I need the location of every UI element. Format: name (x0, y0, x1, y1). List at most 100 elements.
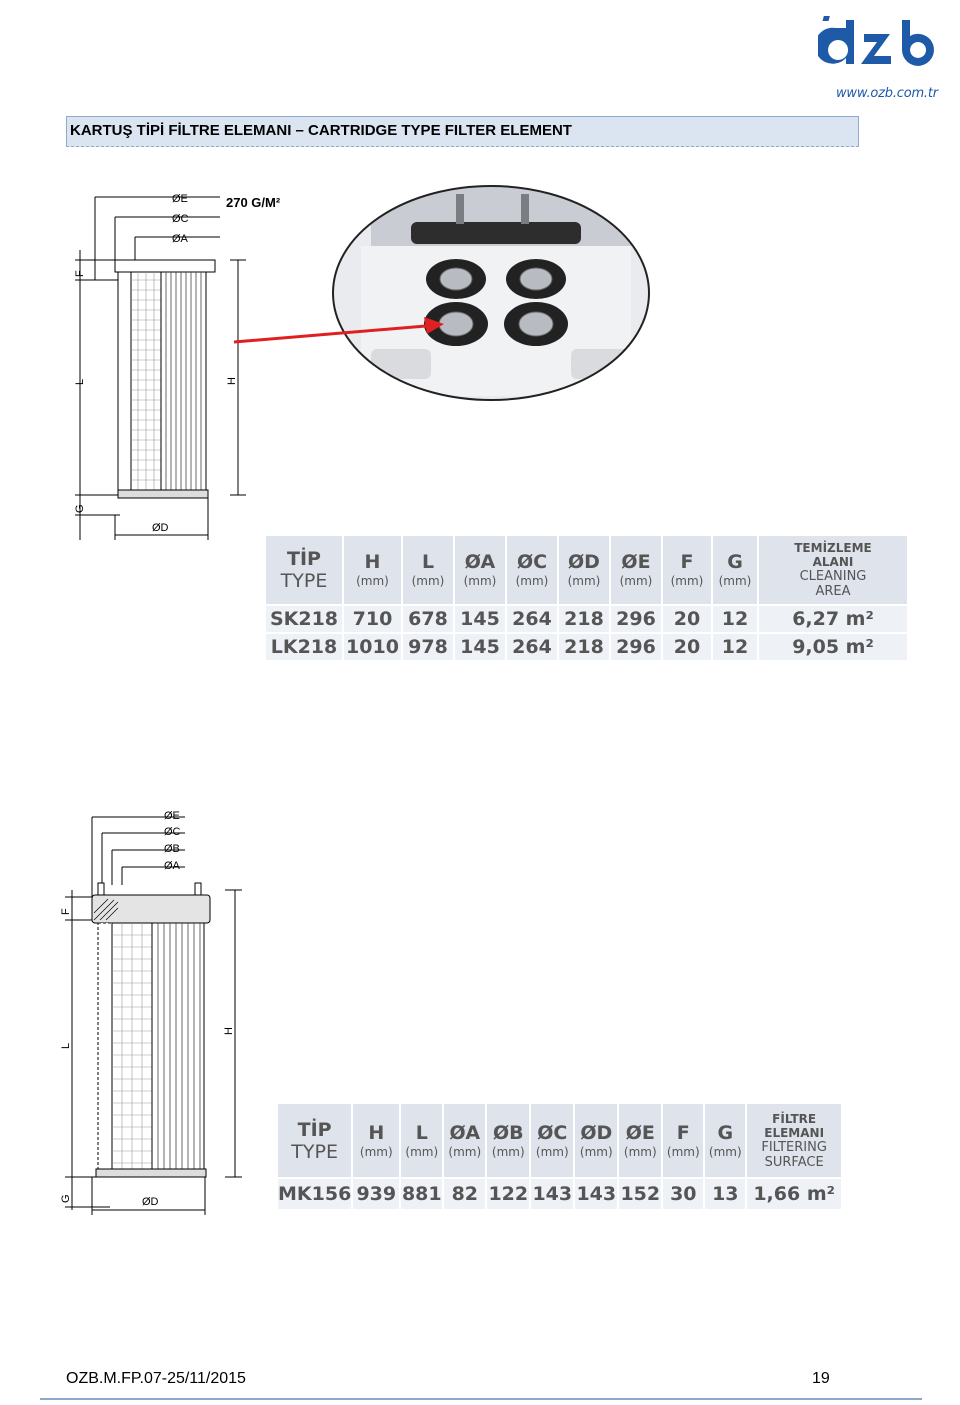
cell: 978 (401, 632, 455, 662)
th-col: ØA (449, 1121, 481, 1144)
red-arrow (233, 317, 444, 344)
media-weight: 270 G/M² (226, 195, 281, 210)
logo-url: www.ozb.com.tr (836, 86, 938, 101)
cell: 710 (342, 604, 403, 634)
dim-oe: ØE (164, 810, 180, 822)
cell: MK156 (275, 1177, 354, 1211)
section-title: KARTUŞ TİPİ FİLTRE ELEMANI – CARTRIDGE T… (70, 122, 572, 139)
dim-od: ØD (142, 1196, 159, 1208)
th-unit: (mm) (515, 574, 549, 588)
th-col: L (415, 1121, 428, 1144)
th-unit: (mm) (356, 574, 389, 588)
dim-oa: ØA (164, 860, 181, 872)
cell: 30 (661, 1177, 706, 1211)
th-unit: (mm) (670, 574, 704, 588)
cell: 1,66 m² (745, 1177, 843, 1211)
th-type-tr: TİP (297, 1118, 332, 1141)
th-unit: (mm) (708, 1144, 742, 1159)
table-row: SK218 710 678 145 264 218 296 20 12 6,27… (264, 604, 909, 634)
th-col: F (676, 1121, 690, 1144)
th-col: F (680, 551, 694, 573)
th-col: ØB (492, 1121, 524, 1144)
cell: 264 (505, 604, 559, 634)
th-unit: (mm) (411, 574, 445, 588)
dim-h: H (226, 377, 238, 385)
dim-g: G (60, 1194, 72, 1203)
cell: 20 (661, 604, 713, 634)
th-unit: (mm) (448, 1144, 482, 1159)
cell: 13 (703, 1177, 748, 1211)
cell: 143 (573, 1177, 620, 1211)
section-title-bar: KARTUŞ TİPİ FİLTRE ELEMANI – CARTRIDGE T… (66, 116, 859, 147)
th-unit: (mm) (579, 1144, 613, 1159)
th-col: ØC (537, 1121, 568, 1144)
th-area-4: SURFACE (764, 1154, 824, 1170)
dim-f: F (74, 270, 86, 277)
cell: 152 (617, 1177, 664, 1211)
cell: 264 (505, 632, 559, 662)
cell: 20 (661, 632, 713, 662)
cell: 1010 (342, 632, 403, 662)
cell: 145 (453, 604, 507, 634)
cell: 296 (609, 604, 663, 634)
th-unit: (mm) (359, 1144, 393, 1159)
cell: LK218 (264, 632, 344, 662)
dim-od: ØD (152, 522, 169, 534)
th-area-4: AREA (815, 584, 851, 599)
th-col: L (421, 551, 435, 573)
cell: 881 (399, 1177, 445, 1211)
th-area-3: FILTERING (761, 1139, 827, 1155)
dim-oa: ØA (172, 233, 189, 245)
cell: 939 (351, 1177, 402, 1211)
th-col: H (364, 551, 381, 573)
th-area-2: ALANI (812, 555, 854, 569)
cell: 9,05 m² (757, 632, 909, 662)
cell: 12 (711, 604, 759, 634)
cell: 82 (442, 1177, 488, 1211)
th-col: ØD (580, 1121, 613, 1144)
cell: 122 (485, 1177, 532, 1211)
page-number: 19 (812, 1370, 830, 1387)
th-unit: (mm) (535, 1144, 569, 1159)
th-col: ØD (568, 551, 600, 573)
cartridge-drawing-1: ØE ØC ØA ØD F L G H (74, 193, 246, 540)
dim-f: F (60, 908, 72, 915)
table-row: LK218 1010 978 145 264 218 296 20 12 9,0… (264, 632, 909, 662)
th-unit: (mm) (718, 574, 752, 588)
th-unit: (mm) (567, 574, 601, 588)
th-unit: (mm) (619, 574, 653, 588)
th-col: ØE (625, 1121, 655, 1144)
th-col: G (717, 1121, 734, 1144)
cell: SK218 (264, 604, 344, 634)
cell: 218 (557, 632, 611, 662)
dim-ob: ØB (164, 843, 180, 855)
dim-oe: ØE (172, 193, 188, 205)
cell: 296 (609, 632, 663, 662)
cell: 218 (557, 604, 611, 634)
cell: 678 (401, 604, 455, 634)
cell: 145 (453, 632, 507, 662)
th-unit: (mm) (405, 1144, 439, 1159)
th-col: ØC (516, 551, 548, 573)
ozb-logo (818, 16, 934, 66)
th-area-1: FİLTRE (772, 1111, 817, 1126)
th-col: H (368, 1121, 385, 1144)
th-type-en: TYPE (291, 1140, 338, 1163)
th-type-tr: TİP (287, 548, 321, 570)
cell: 12 (711, 632, 759, 662)
installation-photo (332, 185, 650, 401)
th-unit: (mm) (463, 574, 497, 588)
dim-l: L (74, 379, 86, 385)
th-col: ØE (621, 551, 651, 573)
dim-oc: ØC (172, 213, 189, 225)
footer-divider (40, 1398, 922, 1400)
doc-code: OZB.M.FP.07-25/11/2015 (66, 1370, 246, 1387)
cartridge-drawing-2: ØE ØC ØB ØA ØD F L G H (60, 810, 242, 1215)
th-type-en: TYPE (280, 570, 328, 592)
th-unit: (mm) (623, 1144, 657, 1159)
th-area-2: ELEMANI (764, 1125, 825, 1140)
th-area-3: CLEANING (799, 569, 867, 584)
th-unit: (mm) (491, 1144, 525, 1159)
th-col: ØA (464, 551, 496, 573)
